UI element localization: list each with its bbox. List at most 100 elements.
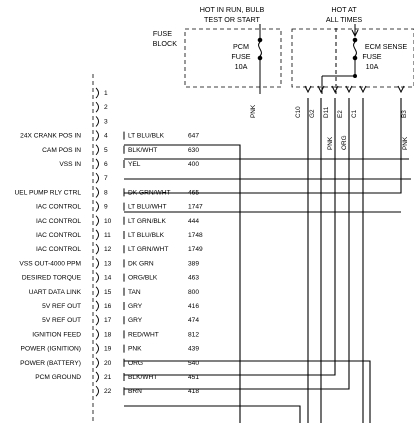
circuit-number: 400 — [188, 161, 199, 168]
pcm-fuse-label-1: PCM — [233, 42, 249, 51]
circuit-number: 474 — [188, 317, 199, 324]
circuit-number: 1747 — [188, 204, 203, 211]
pin-number: 19 — [104, 346, 112, 353]
wire-color-label: LT GRN/BLK — [128, 218, 166, 225]
pin-number: 18 — [104, 331, 112, 338]
pin-function-label: IAC CONTROL — [36, 218, 81, 225]
pin-row: 10 IAC CONTROL LT GRN/BLK 444 — [36, 215, 199, 227]
pin-function-label: IAC CONTROL — [36, 204, 81, 211]
pin-terminal — [95, 158, 99, 170]
fuse-block-outline — [184, 28, 414, 88]
pin-terminal — [95, 243, 99, 255]
pin-number: 12 — [104, 246, 112, 253]
pin-number: 17 — [104, 317, 112, 324]
wire-color-label: ORG/BLK — [128, 275, 158, 282]
wire-label-org: ORG — [341, 135, 348, 150]
pin-row: 9 IAC CONTROL LT BLU/WHT 1747 — [36, 201, 203, 212]
wire-label-pnk-3: PNK — [402, 136, 409, 150]
wire-color-label: LT GRN/WHT — [128, 246, 168, 253]
pin-row: 3 — [95, 116, 108, 127]
hot-at-label-2: ALL TIMES — [326, 15, 363, 24]
pin-number: 21 — [104, 374, 112, 381]
pin-function-label: DESIRED TORQUE — [22, 275, 82, 282]
wire-color-label: RED/WHT — [128, 331, 159, 338]
pin-number: 13 — [104, 260, 112, 267]
hot-at-label-1: HOT AT — [331, 5, 357, 14]
pin-row: 7 — [95, 172, 108, 184]
circuit-number: 630 — [188, 147, 199, 154]
wire-color-label: GRY — [128, 317, 143, 324]
wire-color-label: PNK — [128, 346, 142, 353]
ecm-fuse-label-3: 10A — [366, 62, 379, 71]
circuit-number: 812 — [188, 331, 199, 338]
wire-color-label: LT BLU/BLK — [128, 133, 165, 140]
ecm-fuse-label-1: ECM SENSE — [365, 42, 408, 51]
pin-row: 6 VSS IN YEL 400 — [59, 158, 199, 170]
pcm-fuse-label-2: FUSE — [231, 52, 250, 61]
circuit-number: 463 — [188, 275, 199, 282]
connector-pins — [304, 85, 405, 94]
pin-terminal — [95, 272, 99, 283]
pin-number: 5 — [104, 147, 108, 154]
pin-function-label: CAM POS IN — [42, 147, 81, 154]
pin-function-label: 5V REF OUT — [42, 303, 81, 310]
pin-terminal — [95, 116, 99, 127]
wire-label-pnk-2: PNK — [327, 136, 334, 150]
wire-color-label: YEL — [128, 161, 141, 168]
circuit-number: 451 — [188, 374, 199, 381]
circuit-number: 389 — [188, 260, 199, 267]
wire-color-label: TAN — [128, 289, 141, 296]
pin-terminal — [95, 101, 99, 113]
pin-label-d11: D11 — [323, 106, 330, 118]
pin-terminal — [95, 286, 99, 298]
hot-run-label-1: HOT IN RUN, BULB — [200, 5, 265, 14]
pin-number: 8 — [104, 189, 108, 196]
pcm-fuse-label-3: 10A — [235, 62, 248, 71]
pin-function-label: UEL PUMP RLY CTRL — [15, 189, 82, 196]
pin-terminal — [95, 385, 99, 397]
pin-number: 10 — [104, 218, 112, 225]
circuit-number: 416 — [188, 303, 199, 310]
pin-function-label: IAC CONTROL — [36, 232, 81, 239]
pin-terminal — [95, 144, 99, 156]
pin-row: 1 — [95, 87, 108, 99]
pin-number: 16 — [104, 303, 112, 310]
pin-number: 11 — [104, 232, 111, 239]
pin-function-label: IAC CONTROL — [36, 246, 81, 253]
pin-function-label: POWER (IGNITION) — [21, 346, 81, 353]
pin-number: 2 — [104, 104, 108, 111]
pin-number: 6 — [104, 161, 108, 168]
circuit-number: 439 — [188, 346, 199, 353]
pin-terminal — [95, 87, 99, 99]
circuit-number: 1748 — [188, 232, 203, 239]
pin-label-c1: C1 — [351, 109, 358, 118]
wire-color-label: LT BLU/WHT — [128, 204, 167, 211]
circuit-number: 800 — [188, 289, 199, 296]
pin-function-label: VSS IN — [59, 161, 81, 168]
pin-label-g2: G2 — [309, 109, 316, 118]
pin-number: 20 — [104, 360, 112, 367]
circuit-number: 444 — [188, 218, 199, 225]
hot-run-label-2: TEST OR START — [204, 15, 261, 24]
pin-number: 4 — [104, 133, 108, 140]
circuit-number: 540 — [188, 360, 199, 367]
fuse-block-label-1: FUSE — [153, 29, 172, 38]
pin-row: 4 24X CRANK POS IN LT BLU/BLK 647 — [20, 130, 199, 141]
pin-number: 1 — [104, 90, 108, 97]
pin-terminal — [95, 187, 99, 198]
pin-function-label: 24X CRANK POS IN — [20, 133, 81, 140]
pin-label-c10: C10 — [295, 106, 302, 118]
circuit-number: 647 — [188, 133, 199, 140]
pin-number: 14 — [104, 275, 112, 282]
pin-row: 19 POWER (IGNITION) PNK 439 — [21, 343, 199, 354]
pin-number: 9 — [104, 204, 108, 211]
